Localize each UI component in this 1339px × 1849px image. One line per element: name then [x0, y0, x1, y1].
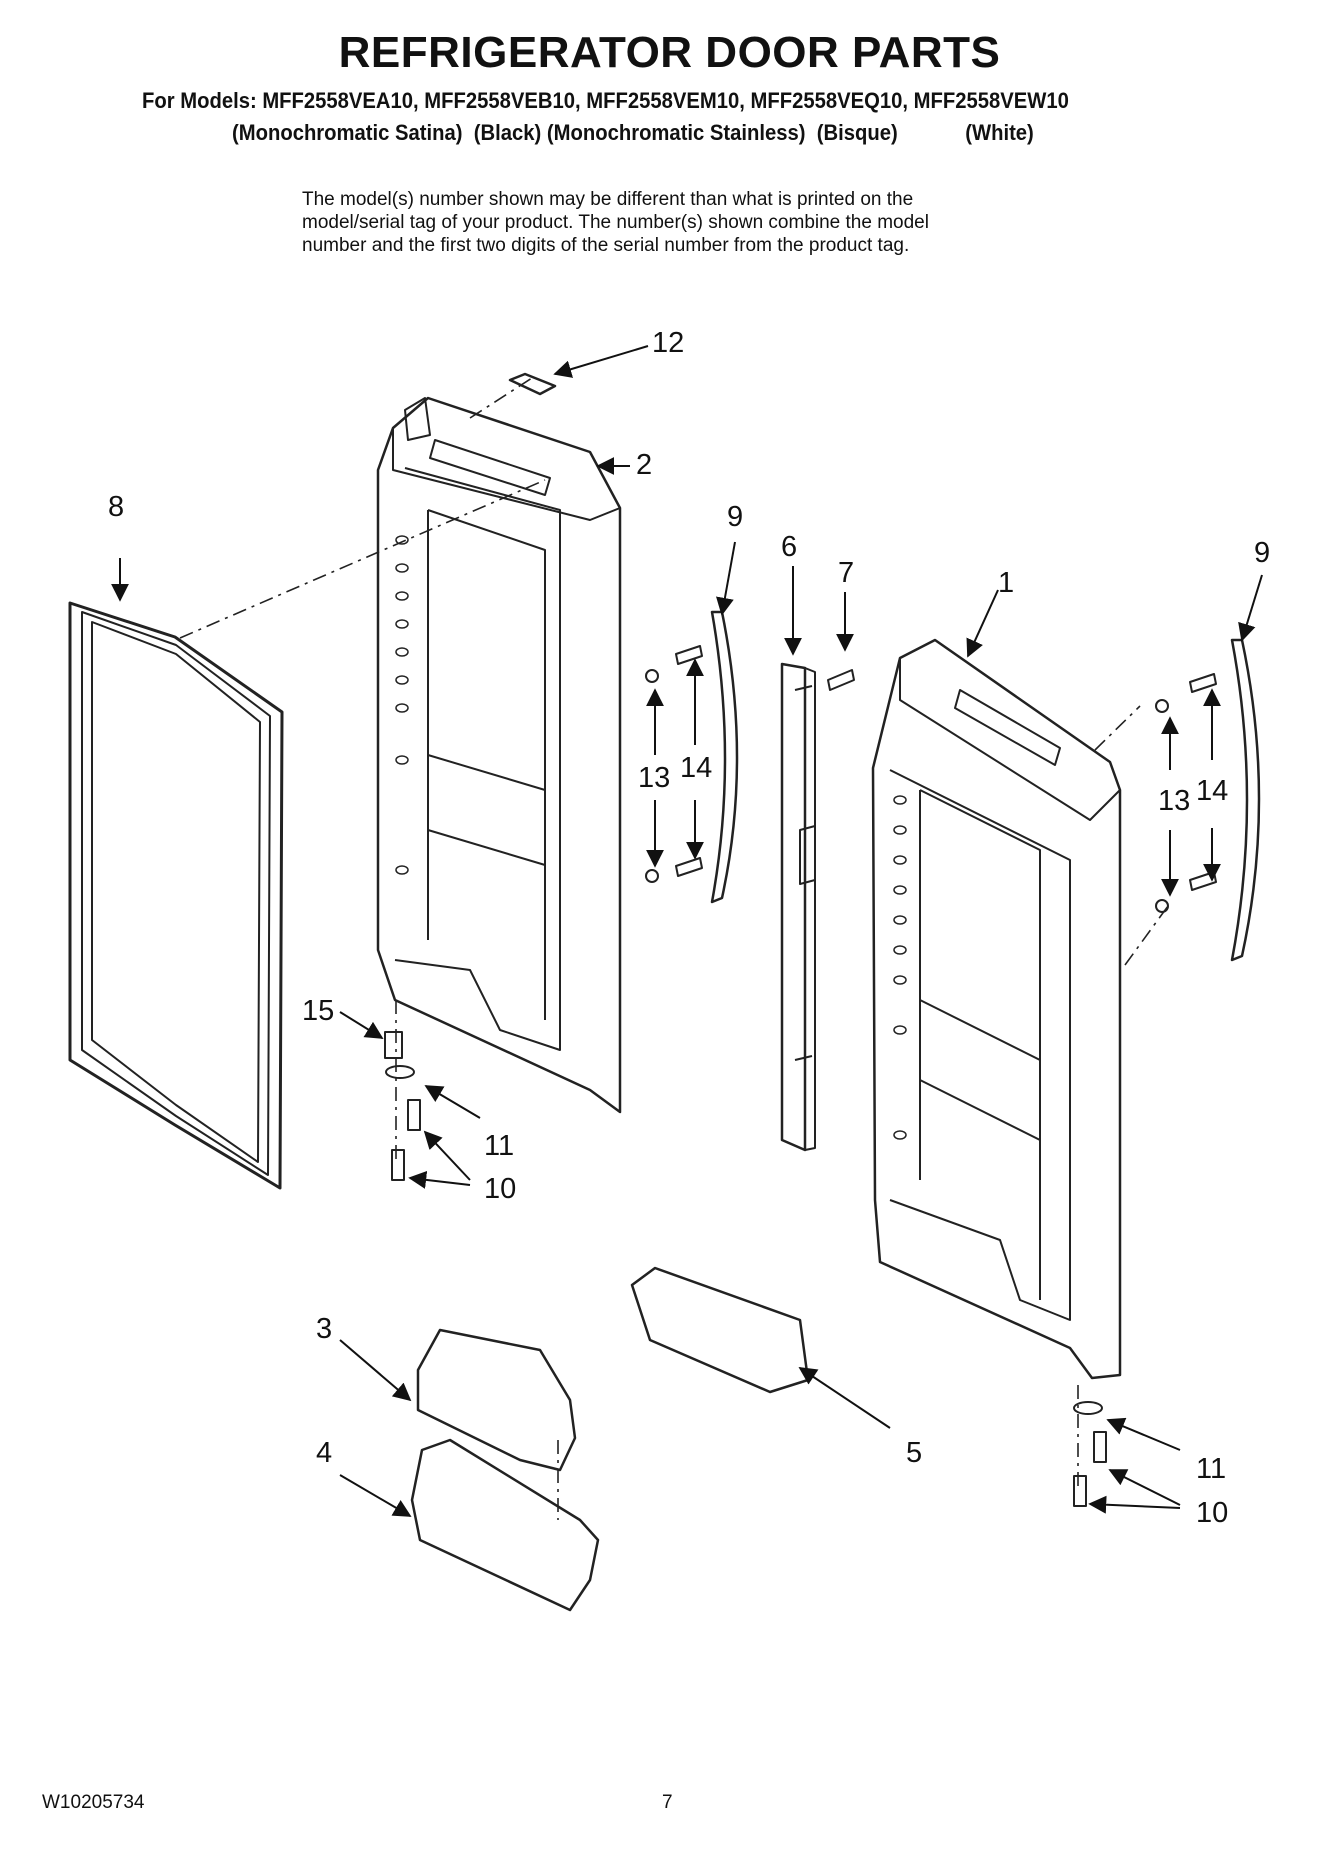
model-list: For Models: MFF2558VEA10, MFF2558VEB10, …: [142, 88, 1069, 113]
callout-10-right: 10: [1196, 1497, 1228, 1529]
shelf-slots: [893, 795, 907, 1140]
callout-14-right: 14: [1196, 775, 1228, 807]
callout-13-left: 13: [638, 762, 670, 794]
page-title: REFRIGERATOR DOOR PARTS: [338, 28, 1001, 77]
mullion-part-6: [780, 662, 816, 1152]
document-number: W10205734: [42, 1792, 145, 1813]
left-door-part-2: [376, 396, 622, 1114]
handle-part-9-left: [710, 610, 739, 904]
callout-7: 7: [838, 557, 854, 589]
callout-12: 12: [652, 327, 684, 359]
callout-11-right: 11: [1196, 1453, 1226, 1485]
model-note: The model(s) number shown may be differe…: [302, 188, 1122, 257]
callout-1: 1: [998, 567, 1014, 599]
note-line: number and the first two digits of the s…: [302, 235, 910, 256]
door-gasket-part-8: [68, 601, 284, 1190]
callout-15: 15: [302, 995, 334, 1027]
callout-14-left: 14: [680, 752, 712, 784]
hinge-parts-left: [384, 1031, 421, 1181]
page-number: 7: [662, 1792, 673, 1813]
model-colors: (Monochromatic Satina) (Black) (Monochro…: [232, 120, 1034, 145]
note-line: model/serial tag of your product. The nu…: [302, 212, 929, 233]
callout-11-left: 11: [484, 1130, 514, 1162]
hinge-parts-right: [1073, 1401, 1107, 1507]
dairy-cover-part-3: [416, 1328, 577, 1472]
callout-10-left: 10: [484, 1173, 516, 1205]
door-bin-part-5: [630, 1266, 810, 1394]
callout-13-right: 13: [1158, 785, 1190, 817]
button-part-12: [508, 372, 557, 396]
dairy-bin-part-4: [410, 1438, 600, 1612]
shelf-slots: [395, 535, 409, 875]
callout-4: 4: [316, 1437, 332, 1469]
callout-9-left: 9: [727, 501, 743, 533]
handle-part-9-right: [1230, 638, 1261, 962]
fasteners: [645, 645, 1217, 913]
callout-5: 5: [906, 1437, 922, 1469]
right-door-part-1: [871, 638, 1122, 1380]
callout-6: 6: [781, 531, 797, 563]
note-line: The model(s) number shown may be differe…: [302, 189, 914, 210]
callout-8: 8: [108, 491, 124, 523]
callout-2: 2: [636, 449, 652, 481]
callout-3: 3: [316, 1313, 332, 1345]
callout-9-right: 9: [1254, 537, 1270, 569]
